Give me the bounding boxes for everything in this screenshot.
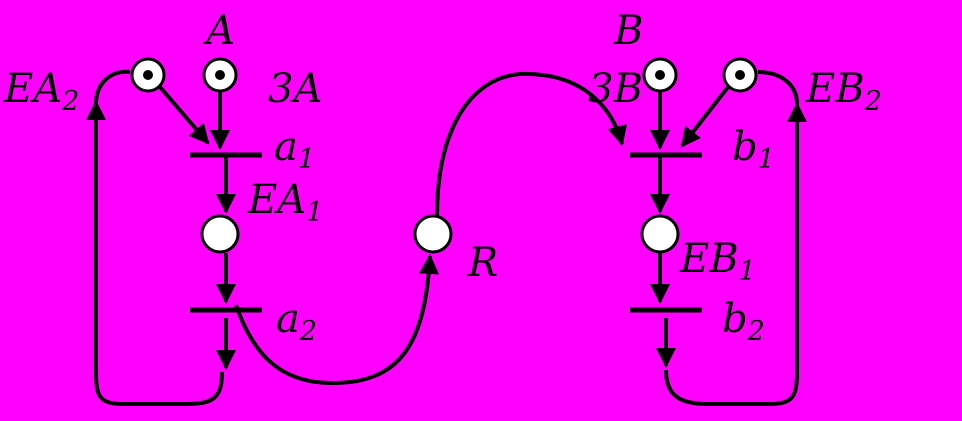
label-b2: b2: [722, 296, 765, 347]
arc-a2-to-r: [234, 254, 439, 386]
arc-eb2-stub: [757, 70, 799, 105]
place-3b: [642, 57, 678, 93]
place-3a: [202, 57, 238, 93]
token: [735, 70, 745, 80]
label-3a: 3A: [268, 66, 322, 112]
arc-b2-return-to-eb2: [664, 102, 807, 406]
place-r: [413, 214, 453, 254]
arc-r-to-b1: [435, 71, 628, 217]
label-b1: b1: [732, 124, 775, 175]
place-ea2: [130, 57, 166, 93]
label-ea2: EA2: [3, 66, 79, 117]
arc-eb2-to-b1: [680, 85, 730, 148]
arc-ea2-stub: [94, 69, 131, 105]
label-r: R: [467, 240, 498, 286]
place-eb2: [722, 57, 758, 93]
label-a: A: [202, 8, 235, 54]
label-eb2: EB2: [805, 66, 882, 117]
arc-a2-return-to-ea2: [86, 100, 224, 406]
label-b: B: [613, 8, 643, 54]
token: [215, 70, 225, 80]
place-eb1: [640, 214, 680, 254]
label-a1: a1: [274, 124, 315, 175]
label-eb1: EB1: [679, 236, 756, 287]
token: [143, 70, 153, 80]
place-ea1: [200, 214, 240, 254]
label-a2: a2: [276, 296, 317, 347]
label-3b: 3B: [588, 66, 643, 112]
token: [655, 70, 665, 80]
label-ea1: EA1: [247, 177, 323, 228]
arc-ea2-to-a1: [158, 85, 210, 145]
